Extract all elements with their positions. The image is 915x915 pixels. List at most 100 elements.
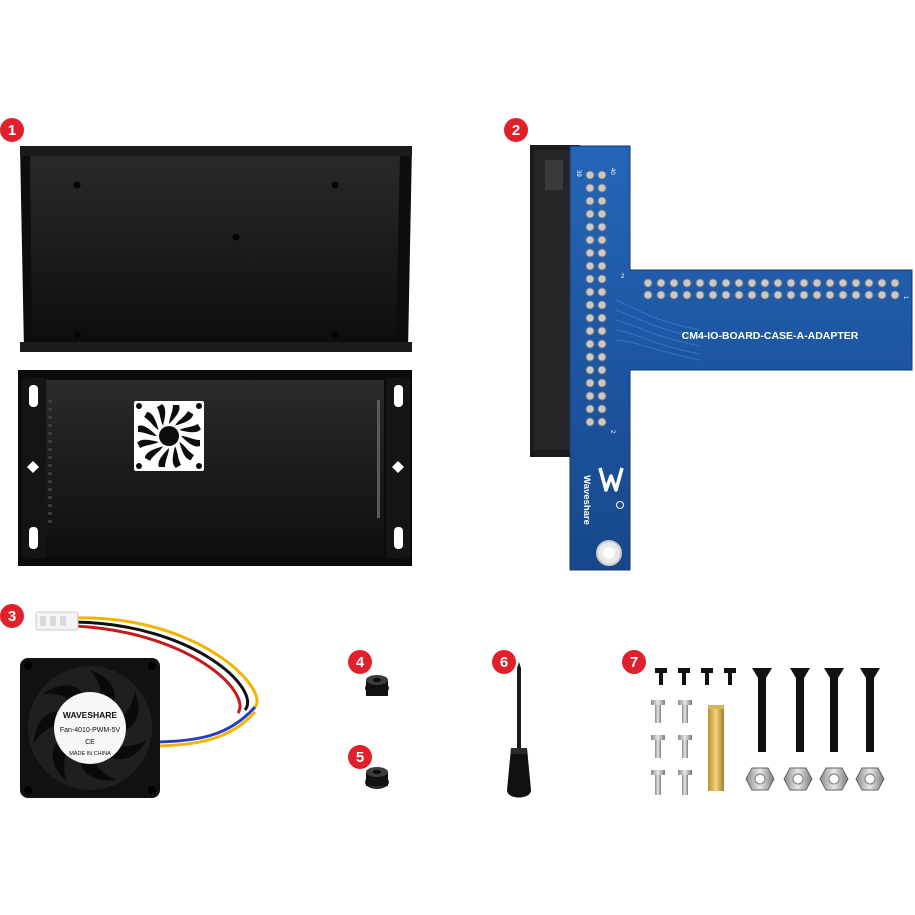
pin — [597, 339, 607, 349]
adapter-label: CM4-IO-BOARD-CASE-A-ADAPTER — [682, 330, 859, 342]
pin — [864, 290, 874, 300]
pin — [597, 326, 607, 336]
pin — [669, 278, 679, 288]
badge-4: 4 — [348, 650, 372, 674]
pin — [760, 278, 770, 288]
fan-model: Fan-4010-PWM-5V — [60, 727, 121, 734]
pin — [656, 278, 666, 288]
case-lid — [20, 146, 412, 352]
pin — [643, 290, 653, 300]
fan-brand: WAVESHARE — [63, 710, 117, 720]
pin — [597, 287, 607, 297]
pin — [597, 261, 607, 271]
pin — [695, 290, 705, 300]
hex-nuts — [745, 767, 885, 791]
pin — [585, 222, 595, 232]
pin-label-40: 40 — [609, 168, 615, 175]
brass-standoff — [708, 705, 724, 791]
pin — [708, 290, 718, 300]
case-base — [18, 370, 412, 566]
pin — [585, 326, 595, 336]
pin — [597, 196, 607, 206]
pin — [786, 290, 796, 300]
pin — [585, 391, 595, 401]
pin — [721, 278, 731, 288]
pin — [597, 248, 607, 258]
pin — [597, 352, 607, 362]
pin — [597, 222, 607, 232]
pin — [825, 290, 835, 300]
pin — [747, 290, 757, 300]
pin — [585, 365, 595, 375]
badge-1: 1 — [0, 118, 24, 142]
pin — [773, 278, 783, 288]
pin — [585, 417, 595, 427]
rubber-foot-4 — [365, 675, 389, 696]
pin — [890, 278, 900, 288]
pin — [877, 278, 887, 288]
pin — [585, 183, 595, 193]
pin — [877, 290, 887, 300]
cooling-fan: WAVESHARE Fan-4010-PWM-5V CE MADE IN CHI… — [20, 611, 259, 798]
fan-grille — [134, 401, 204, 471]
pin — [773, 290, 783, 300]
pin — [799, 278, 809, 288]
pin — [585, 378, 595, 388]
pin — [597, 313, 607, 323]
pin — [799, 290, 809, 300]
badge-2: 2 — [504, 118, 528, 142]
pin — [597, 378, 607, 388]
pin — [585, 261, 595, 271]
pin-label-39: 39 — [575, 170, 581, 177]
pin — [669, 290, 679, 300]
pin — [682, 290, 692, 300]
pin — [597, 235, 607, 245]
pin — [721, 290, 731, 300]
pin — [585, 196, 595, 206]
waveshare-logo — [598, 467, 624, 509]
pin — [812, 290, 822, 300]
pin — [597, 183, 607, 193]
vertical-pin-header — [585, 170, 607, 427]
pin — [585, 352, 595, 362]
pin — [890, 290, 900, 300]
pin — [585, 313, 595, 323]
pin — [597, 365, 607, 375]
screw-set — [651, 668, 885, 795]
pin — [597, 300, 607, 310]
badge-7: 7 — [622, 650, 646, 674]
pin — [585, 235, 595, 245]
pin-label-2-mid: 2 — [621, 274, 625, 280]
rubber-foot-5 — [365, 767, 389, 789]
screwdriver — [507, 662, 531, 798]
badge-3: 3 — [0, 604, 24, 628]
pin — [585, 248, 595, 258]
pin — [747, 278, 757, 288]
pin — [864, 278, 874, 288]
pin — [585, 170, 595, 180]
pin — [585, 209, 595, 219]
adapter-brand: Waveshare — [581, 475, 592, 525]
pin — [734, 278, 744, 288]
pin — [734, 290, 744, 300]
pin — [585, 274, 595, 284]
pin — [597, 170, 607, 180]
pin — [760, 290, 770, 300]
pin — [825, 278, 835, 288]
pin-label-2-bottom: 2 — [609, 430, 615, 434]
pin — [597, 209, 607, 219]
pin — [851, 290, 861, 300]
pin — [585, 300, 595, 310]
pin — [786, 278, 796, 288]
pin-label-1-right: 1 — [902, 296, 908, 300]
pin — [597, 391, 607, 401]
fan-origin: MADE IN CHINA — [69, 751, 111, 757]
pin — [656, 290, 666, 300]
pin — [812, 278, 822, 288]
pin — [597, 404, 607, 414]
horizontal-pin-header — [643, 278, 900, 300]
pin — [585, 404, 595, 414]
pin — [643, 278, 653, 288]
